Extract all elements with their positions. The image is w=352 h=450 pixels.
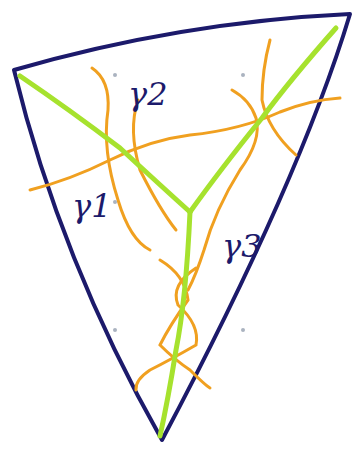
region-outline xyxy=(14,14,350,440)
grid-dot xyxy=(113,328,117,332)
orange-curves xyxy=(30,40,340,390)
green-tree xyxy=(20,28,336,436)
grid-dot xyxy=(241,73,245,77)
orange-curve xyxy=(30,98,340,190)
grey-dots xyxy=(113,73,245,332)
green-edge xyxy=(160,212,190,436)
curve-label: γ3 xyxy=(222,230,261,262)
orange-curve xyxy=(136,268,197,390)
grid-dot xyxy=(113,200,117,204)
grid-dot xyxy=(113,73,117,77)
curve-label: γ1 xyxy=(72,190,111,222)
curve-label: γ2 xyxy=(128,78,167,110)
grid-dot xyxy=(241,328,245,332)
green-edge xyxy=(190,28,336,212)
